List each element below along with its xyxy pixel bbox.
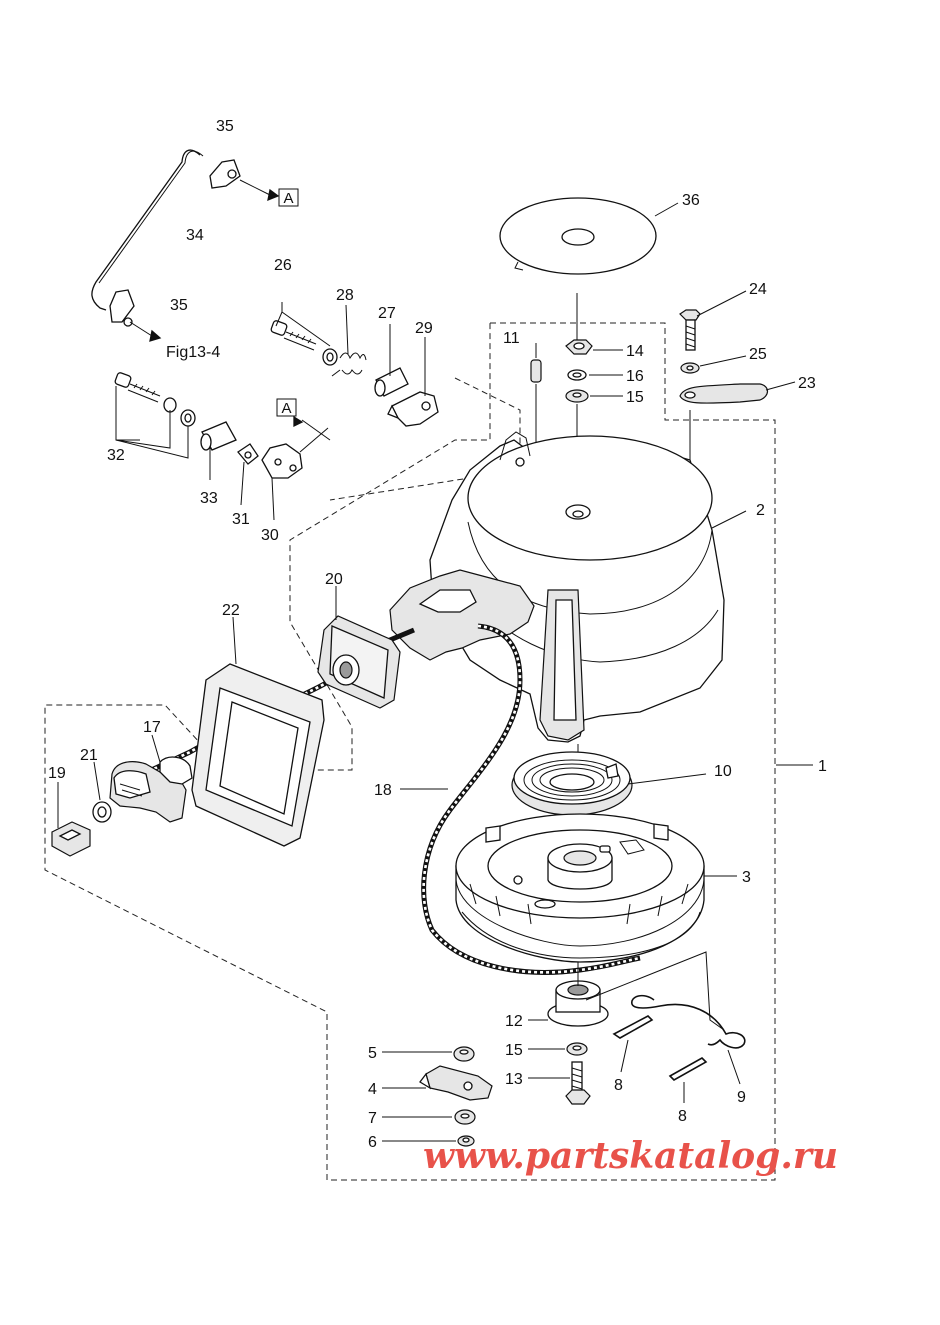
lever-30 — [261, 443, 303, 479]
reel-pulley-3 — [455, 813, 705, 963]
label-7: 7 — [368, 1110, 377, 1127]
spring-clip-8b — [668, 1057, 708, 1081]
label-19: 19 — [48, 765, 66, 782]
label-9: 9 — [737, 1089, 746, 1106]
label-35-top: 35 — [216, 118, 234, 135]
washer-15-upper — [565, 389, 589, 403]
pin-11 — [530, 359, 542, 383]
label-26: 26 — [274, 257, 292, 274]
label-11: 11 — [503, 330, 520, 347]
washer-7 — [454, 1109, 476, 1125]
bolt-26 — [270, 320, 317, 351]
label-30: 30 — [261, 527, 279, 544]
label-4: 4 — [368, 1081, 377, 1098]
washer-21 — [92, 801, 112, 823]
label-31: 31 — [232, 511, 250, 528]
recoil-spring-10 — [511, 751, 633, 829]
label-5: 5 — [368, 1045, 377, 1062]
washer-15-lower — [566, 1042, 588, 1056]
label-1: 1 — [818, 758, 827, 775]
label-2: 2 — [756, 502, 765, 519]
label-14: 14 — [626, 343, 644, 360]
clip-19 — [51, 821, 91, 857]
label-3: 3 — [742, 869, 751, 886]
bolt-32 — [114, 372, 161, 403]
clip-31 — [237, 443, 259, 465]
sleeve-33 — [200, 421, 237, 451]
label-18: 18 — [374, 782, 392, 799]
sleeve-27 — [374, 367, 409, 397]
label-6: 6 — [368, 1134, 377, 1151]
label-15-top: 15 — [626, 389, 644, 406]
assembly-outline-main — [44, 322, 776, 1181]
label-20: 20 — [325, 571, 343, 588]
label-21: 21 — [80, 747, 98, 764]
spring-28 — [331, 352, 367, 377]
ref-box-a-mid — [276, 398, 297, 417]
label-27: 27 — [378, 305, 396, 322]
link-outline — [329, 377, 521, 501]
plate-23 — [679, 383, 769, 404]
lever-4 — [419, 1065, 493, 1101]
label-24: 24 — [749, 281, 767, 298]
label-29: 29 — [415, 320, 433, 337]
label-22: 22 — [222, 602, 240, 619]
rope-guide-20 — [317, 615, 401, 709]
ref-box-a-top — [278, 188, 299, 207]
starter-housing-2 — [389, 431, 725, 743]
label-16: 16 — [626, 368, 644, 385]
lever-29 — [387, 391, 439, 427]
washer-5 — [453, 1046, 475, 1062]
spring-clip-8a — [612, 1015, 654, 1039]
label-35-bottom: 35 — [170, 297, 188, 314]
rod-clip-upper — [209, 159, 241, 189]
handle-17 — [109, 756, 193, 823]
rope-guide-frame-22 — [191, 663, 325, 847]
label-8-right: 8 — [678, 1108, 687, 1125]
fig-ref-label: Fig13-4 — [166, 344, 220, 361]
washer-32a — [163, 397, 177, 413]
bushing-12 — [547, 980, 609, 1027]
ref-box-a-mid-label: A — [281, 400, 291, 417]
spring-9 — [631, 994, 746, 1049]
label-23: 23 — [798, 375, 816, 392]
label-12: 12 — [505, 1013, 523, 1030]
clip-6 — [457, 1135, 475, 1147]
label-25: 25 — [749, 346, 767, 363]
label-34: 34 — [186, 227, 204, 244]
label-10: 10 — [714, 763, 732, 780]
watermark: www.partskatalog.ru — [423, 1135, 838, 1177]
nut-14 — [565, 339, 593, 355]
starter-rope-18 — [421, 623, 641, 975]
cover-plate-36 — [499, 197, 657, 275]
label-8-left: 8 — [614, 1077, 623, 1094]
label-17: 17 — [143, 719, 161, 736]
label-32: 32 — [107, 447, 125, 464]
label-15-bottom: 15 — [505, 1042, 523, 1059]
label-28: 28 — [336, 287, 354, 304]
label-13: 13 — [505, 1071, 523, 1088]
label-36: 36 — [682, 192, 700, 209]
rod-clip-lower — [109, 289, 135, 327]
bolt-13 — [565, 1061, 591, 1105]
throttle-rod — [91, 149, 201, 311]
ref-box-a-top-label: A — [283, 190, 293, 207]
label-33: 33 — [200, 490, 218, 507]
